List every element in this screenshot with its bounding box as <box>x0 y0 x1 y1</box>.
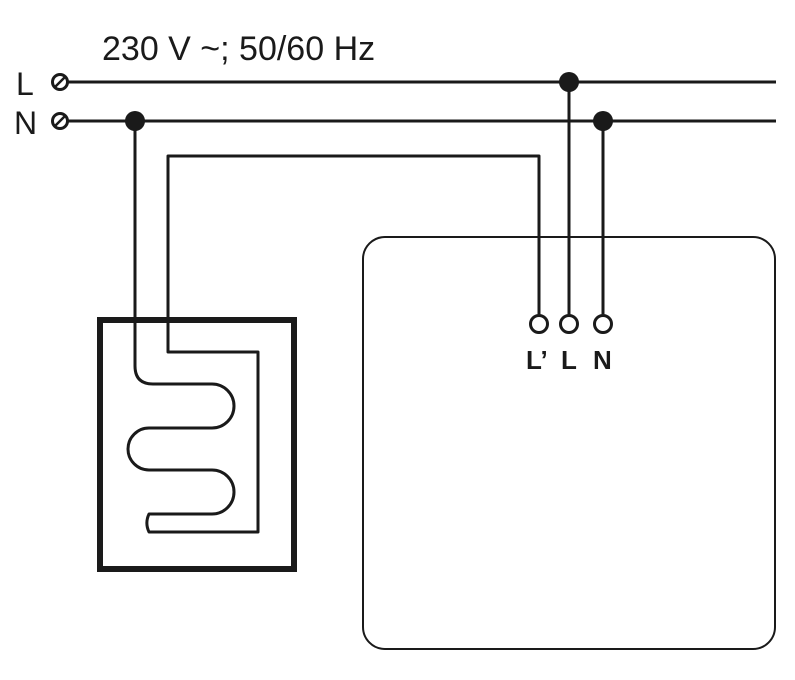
thermostat-housing <box>362 236 776 650</box>
neutral-input-terminal <box>51 112 69 130</box>
supply-voltage-label: 230 V ~; 50/60 Hz <box>102 30 375 68</box>
heater-enclosure <box>97 317 297 572</box>
terminal-neutral-label: N <box>593 345 612 375</box>
terminal-live-label: L <box>561 345 577 375</box>
live-rail-label: L <box>16 66 34 102</box>
live-input-terminal <box>51 73 69 91</box>
heater-load-wire <box>166 154 541 534</box>
terminal-live-connector <box>559 314 579 334</box>
heater-resistance-coil <box>126 121 236 534</box>
terminal-neutral-connector <box>593 314 613 334</box>
terminal-load-label: L’ <box>526 345 548 375</box>
terminal-load-connector <box>529 314 549 334</box>
neutral-rail-label: N <box>14 105 37 141</box>
